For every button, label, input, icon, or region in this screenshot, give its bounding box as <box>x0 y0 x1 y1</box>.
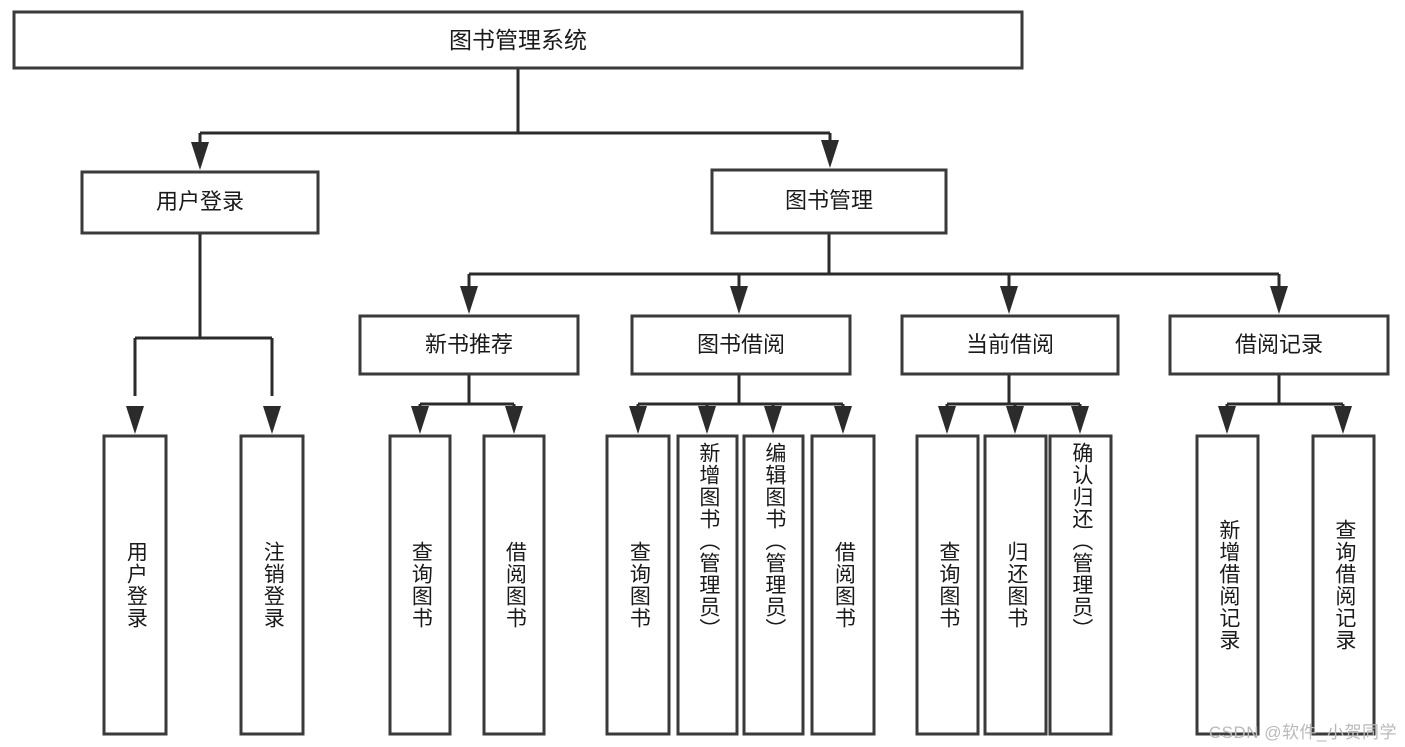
node-new-book-recommendation[interactable]: 新书推荐 <box>358 314 580 376</box>
arrowhead-to-book-borrow <box>730 286 748 314</box>
arrowhead-leaf-add-record <box>1218 406 1236 434</box>
arrowhead-leaf-logout <box>263 406 281 434</box>
leaf-box-add-borrow-record[interactable] <box>1195 434 1260 736</box>
borrowing-record-label: 借阅记录 <box>1235 332 1323 357</box>
book-management-box[interactable] <box>710 168 948 235</box>
leaf-box-query-book-2[interactable] <box>605 434 671 736</box>
arrowhead-leaf-query-book-3 <box>938 406 956 434</box>
leaf-box-add-book-admin[interactable] <box>676 434 739 736</box>
leaf-box-return-book[interactable] <box>983 434 1048 736</box>
arrowhead-leaf-borrow-book-2 <box>834 406 852 434</box>
leaf-box-user-login[interactable] <box>102 434 168 736</box>
root-label: 图书管理系统 <box>449 27 587 53</box>
edge-newbook-to-leaves-bus <box>418 374 516 412</box>
node-book-management[interactable]: 图书管理 <box>710 168 948 235</box>
new-book-recommendation-box[interactable] <box>358 314 580 376</box>
connectors-layer <box>126 68 1352 434</box>
leaf-boxes-layer <box>102 434 1376 736</box>
leaf-box-edit-book-admin[interactable] <box>742 434 805 736</box>
node-borrowing-record[interactable]: 借阅记录 <box>1168 314 1390 376</box>
edge-bookborrow-to-leaves-bus <box>636 374 845 412</box>
arrowhead-leaf-add-book <box>698 406 716 434</box>
leaf-box-confirm-return-admin[interactable] <box>1048 434 1113 736</box>
arrowhead-to-new-book-rec <box>460 286 478 314</box>
arrowhead-to-borrow-record <box>1270 286 1288 314</box>
arrowhead-leaf-query-book-2 <box>629 406 647 434</box>
leaf-box-query-book-3[interactable] <box>915 434 980 736</box>
watermark-text: CSDN @软件_小贺同学 <box>1208 723 1397 742</box>
arrowhead-leaf-edit-book <box>764 406 782 434</box>
arrowhead-leaf-confirm-return <box>1071 406 1089 434</box>
node-root-book-management-system[interactable]: 图书管理系统 <box>12 10 1024 70</box>
arrowhead-leaf-borrow-book-1 <box>505 406 523 434</box>
user-login-box[interactable] <box>80 170 320 235</box>
arrowhead-to-book-mgmt <box>821 140 839 168</box>
arrowhead-to-current-borrow <box>1000 286 1018 314</box>
new-book-recommendation-label: 新书推荐 <box>425 332 513 357</box>
leaf-box-query-book-1[interactable] <box>388 434 452 736</box>
arrowhead-leaf-return-book <box>1006 406 1024 434</box>
borrowing-record-box[interactable] <box>1168 314 1390 376</box>
node-user-login[interactable]: 用户登录 <box>80 170 320 235</box>
node-book-borrowing[interactable]: 图书借阅 <box>630 314 852 376</box>
arrowhead-leaf-query-book-1 <box>411 406 429 434</box>
edge-borrowrecord-to-leaves-bus <box>1225 374 1345 412</box>
book-borrowing-label: 图书借阅 <box>697 332 785 357</box>
node-current-borrowing[interactable]: 当前借阅 <box>900 314 1120 376</box>
arrowhead-leaf-query-record <box>1334 406 1352 434</box>
book-borrowing-box[interactable] <box>630 314 852 376</box>
arrowhead-to-user-login <box>191 142 209 170</box>
leaf-box-logout[interactable] <box>239 434 305 736</box>
user-login-label: 用户登录 <box>156 189 244 214</box>
current-borrowing-box[interactable] <box>900 314 1120 376</box>
arrowhead-leaf-user-login <box>126 406 144 434</box>
current-borrowing-label: 当前借阅 <box>966 332 1054 357</box>
edge-bookmgmt-to-children-bus <box>467 233 1281 290</box>
edge-userlogin-to-leaves-bus <box>133 233 274 396</box>
edge-root-to-level2-bus <box>198 68 832 146</box>
leaf-box-query-borrow-record[interactable] <box>1311 434 1376 736</box>
root-box[interactable] <box>12 10 1024 70</box>
leaf-box-borrow-book-1[interactable] <box>482 434 546 736</box>
leaf-box-borrow-book-2[interactable] <box>810 434 876 736</box>
book-management-label: 图书管理 <box>785 188 873 213</box>
